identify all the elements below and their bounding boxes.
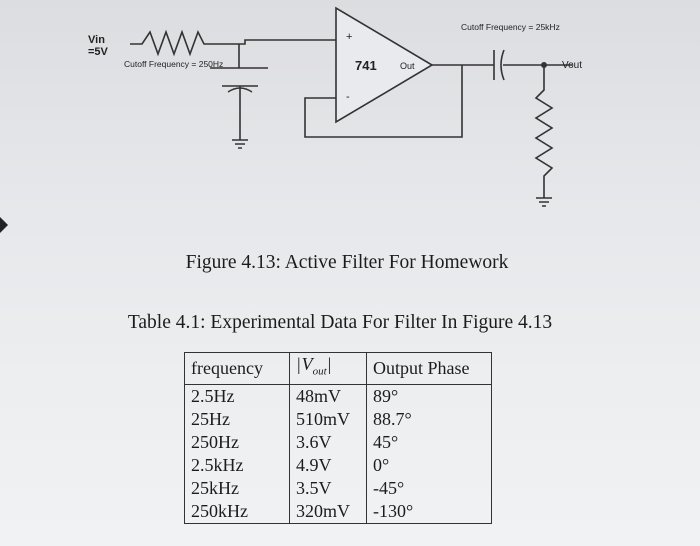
input-capacitor xyxy=(210,67,268,87)
cell-phase: 89° xyxy=(366,384,492,408)
edge-arrow-icon xyxy=(0,217,8,233)
cell-vout: 3.5V xyxy=(289,476,367,500)
output-capacitor xyxy=(493,49,505,81)
header-vout-sub: out xyxy=(312,365,327,378)
table-row: 25Hz 510mV 88.7° xyxy=(184,407,492,431)
table-caption: Table 4.1: Experimental Data For Filter … xyxy=(127,312,553,333)
vin-value: =5V xyxy=(88,46,109,58)
vin-label: Vin xyxy=(88,34,105,46)
circuit-schematic: Vin =5V Cutoff Frequency = 250Hz + - 741… xyxy=(88,6,582,207)
cell-phase: -45° xyxy=(366,476,492,500)
cell-vout: 320mV xyxy=(289,499,367,524)
table-row: 250Hz 3.6V 45° xyxy=(184,430,492,454)
opamp-minus-label: - xyxy=(346,91,350,103)
table-row: 250kHz 320mV -130° xyxy=(184,499,492,524)
output-resistor xyxy=(534,65,554,198)
input-resistor xyxy=(130,29,216,57)
vout-label: Vout xyxy=(562,60,582,71)
opamp-name: 741 xyxy=(355,58,377,73)
cell-vout: 4.9V xyxy=(289,453,367,477)
output-cutoff-label: Cutoff Frequency = 25kHz xyxy=(461,22,560,32)
cell-frequency: 25kHz xyxy=(184,476,290,500)
opamp-out-label: Out xyxy=(400,61,415,71)
cell-vout: 510mV xyxy=(289,407,367,431)
figure-caption: Figure 4.13: Active Filter For Homework xyxy=(185,252,509,273)
ground-left xyxy=(232,139,248,149)
table-row: 25kHz 3.5V -45° xyxy=(184,476,492,500)
table-row: 2.5kHz 4.9V 0° xyxy=(184,453,492,477)
input-wire xyxy=(216,39,336,45)
cell-frequency: 2.5kHz xyxy=(184,453,290,477)
header-frequency: frequency xyxy=(184,352,290,385)
header-vout-var: V xyxy=(301,354,313,374)
cell-vout: 3.6V xyxy=(289,430,367,454)
table-row: 2.5Hz 48mV 89° xyxy=(184,384,492,408)
cell-frequency: 25Hz xyxy=(184,407,290,431)
experimental-data-table: frequency |Vout| Output Phase 2.5Hz 48mV… xyxy=(184,352,492,524)
cell-phase: -130° xyxy=(366,499,492,524)
ground-right xyxy=(536,197,552,207)
feedback-wire xyxy=(304,65,463,138)
cell-frequency: 2.5Hz xyxy=(184,384,290,408)
opamp-plus-label: + xyxy=(346,31,352,43)
header-phase: Output Phase xyxy=(366,352,492,385)
cell-phase: 0° xyxy=(366,453,492,477)
input-cutoff-label: Cutoff Frequency = 250Hz xyxy=(124,59,223,69)
cell-frequency: 250kHz xyxy=(184,499,290,524)
cell-phase: 45° xyxy=(366,430,492,454)
table-header-row: frequency |Vout| Output Phase xyxy=(184,352,492,385)
header-vout: |Vout| xyxy=(289,352,367,385)
opamp-triangle xyxy=(335,6,434,124)
cell-phase: 88.7° xyxy=(366,407,492,431)
cell-vout: 48mV xyxy=(289,384,367,408)
cell-frequency: 250Hz xyxy=(184,430,290,454)
